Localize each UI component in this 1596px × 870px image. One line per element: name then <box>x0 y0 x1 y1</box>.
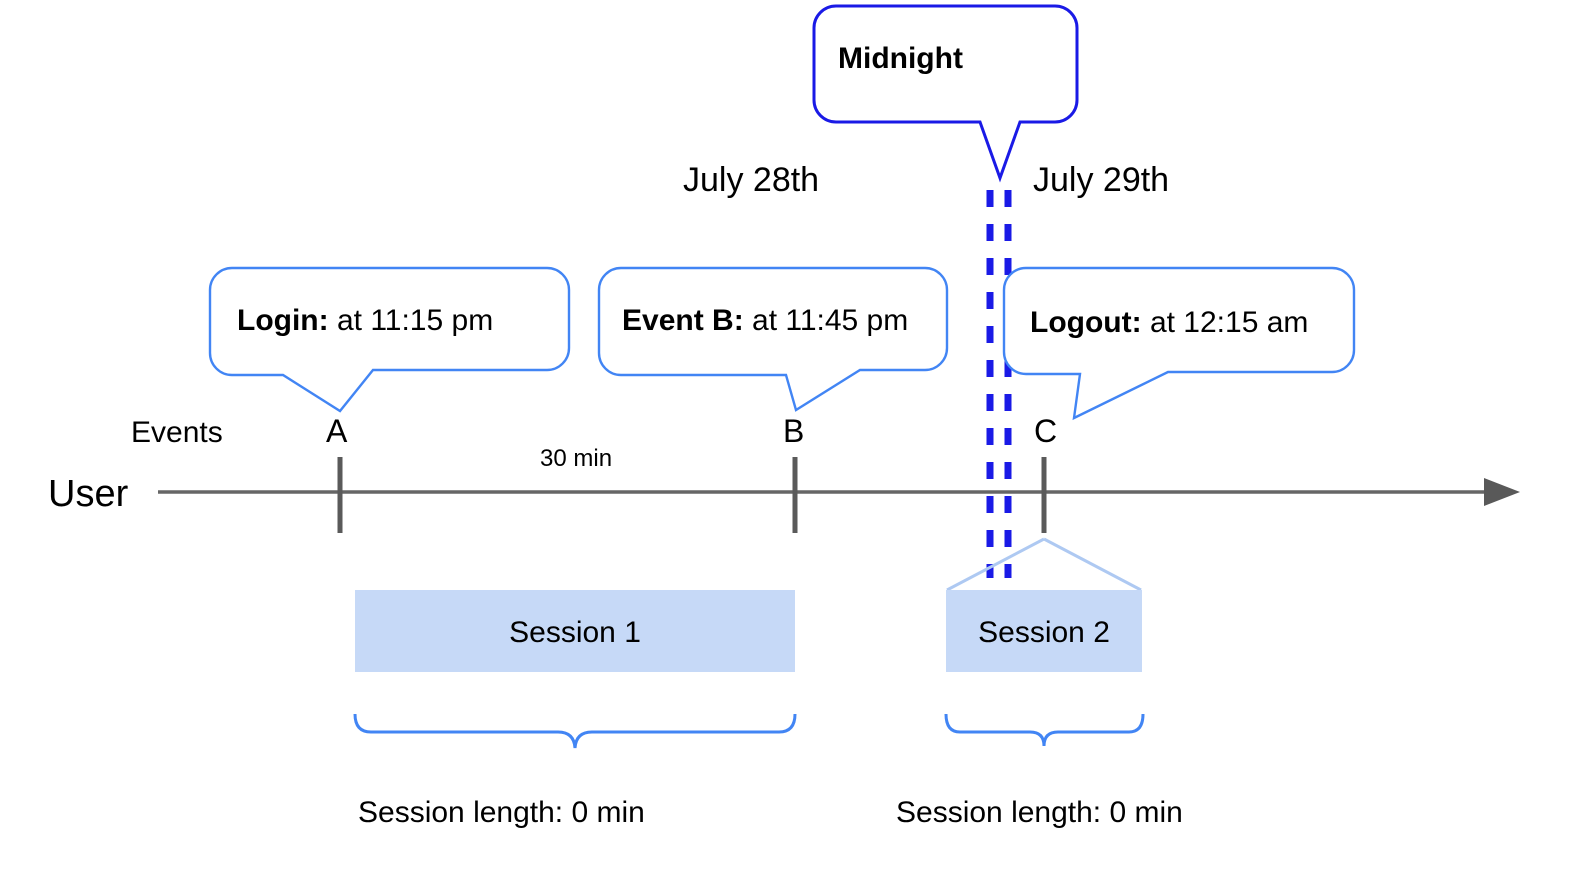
callout-event-b-border <box>597 266 949 412</box>
session-1-brace <box>353 713 797 749</box>
callout-login-shape <box>208 266 571 413</box>
session-2-brace-path <box>944 713 1145 747</box>
callout-logout-border <box>1002 266 1356 421</box>
session-2-connector-left <box>946 537 1045 592</box>
callout-event-b-bold: Event B: <box>622 304 744 337</box>
session-2-brace <box>944 713 1145 747</box>
duration-a-to-b-label: 30 min <box>540 445 613 472</box>
callout-login-rest: at 11:15 pm <box>328 304 494 337</box>
session-1-brace-path <box>353 713 797 749</box>
session-1-label: Session 1 <box>509 616 641 649</box>
date-july-29: July 29th <box>1033 161 1170 199</box>
session-2-connector-right <box>1043 537 1142 592</box>
callout-logout-text: Logout: at 12:15 am <box>1030 308 1308 338</box>
callout-logout-rest: at 12:15 am <box>1141 306 1309 339</box>
row-label-events: Events <box>131 416 223 449</box>
callout-logout-bold: Logout: <box>1030 306 1142 339</box>
midnight-dashed-lines <box>986 190 1012 578</box>
session-2-connector <box>946 537 1142 592</box>
axis-arrow-icon <box>1484 478 1520 506</box>
callout-login-bold: Login: <box>237 304 329 337</box>
session-1-bar <box>355 590 795 672</box>
callout-event-b-text: Event B: at 11:45 pm <box>622 306 908 336</box>
callout-login-border <box>208 266 571 413</box>
callout-event-b-rest: at 11:45 pm <box>743 304 909 337</box>
midnight-callout-label: Midnight <box>838 42 963 75</box>
event-marker-b-label: B <box>783 413 805 449</box>
session-1-length-label: Session length: 0 min <box>358 796 645 829</box>
session-2-label: Session 2 <box>978 616 1110 649</box>
session-2-bar <box>946 590 1142 672</box>
session-2-length-label: Session length: 0 min <box>896 796 1183 829</box>
user-timeline-axis <box>158 478 1520 506</box>
callout-logout-shape <box>1002 266 1356 421</box>
event-marker-a-label: A <box>326 413 348 449</box>
row-label-user: User <box>48 473 129 515</box>
event-marker-c-label: C <box>1034 413 1058 449</box>
callout-login-text: Login: at 11:15 pm <box>237 306 493 336</box>
midnight-callout-border <box>812 4 1079 183</box>
date-july-28: July 28th <box>683 161 820 199</box>
callout-event-b-shape <box>597 266 949 412</box>
midnight-callout-shape <box>812 4 1079 183</box>
